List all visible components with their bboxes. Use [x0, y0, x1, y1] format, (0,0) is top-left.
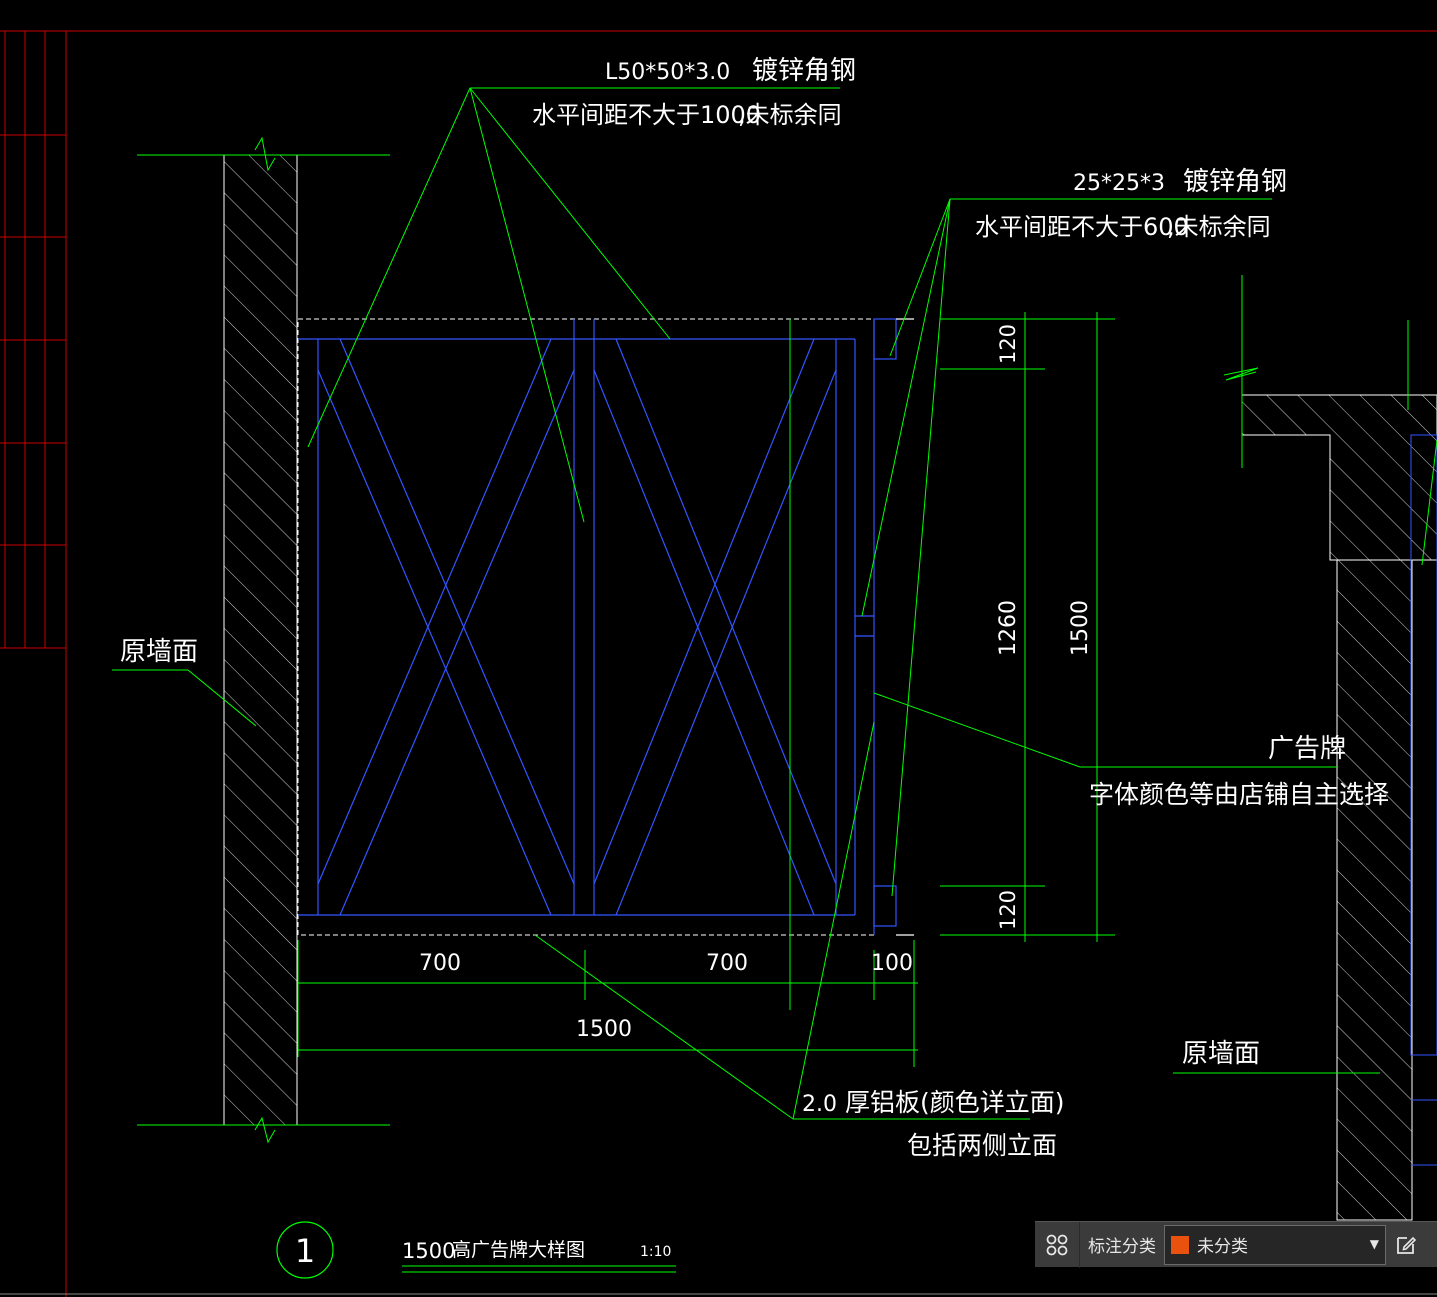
steel-frame [297, 318, 914, 936]
panel-thickness: 2.0 [802, 1092, 837, 1117]
edit-icon-glyph [1397, 1236, 1417, 1254]
annotation-category-select[interactable]: 未分类 ▼ [1164, 1224, 1386, 1265]
dimension-texts: 120 1260 120 1500 700 700 100 1500 [419, 324, 1093, 1042]
chevron-down-icon: ▼ [1369, 1236, 1379, 1251]
sign-note: 字体颜色等由店铺自主选择 [1089, 780, 1389, 809]
wall-right-label: 原墙面 [1182, 1039, 1260, 1069]
dim-middle: 1260 [996, 600, 1021, 656]
dim-bay-right: 700 [706, 951, 748, 976]
grid-icon-glyph [1046, 1234, 1068, 1255]
dim-overall-height: 1500 [1068, 600, 1093, 656]
sign-title: 广告牌 [1268, 734, 1346, 764]
small-angle-name: 镀锌角钢 [1183, 167, 1287, 197]
panel-material: 厚铝板(颜色详立面) [845, 1088, 1065, 1117]
detail-number: 1 [295, 1232, 315, 1270]
big-angle-spec: L50*50*3.0 [605, 60, 730, 85]
dim-bottom: 120 [996, 890, 1020, 930]
left-wall [137, 136, 390, 1144]
wall-left-label: 原墙面 [120, 637, 198, 667]
category-selected-value: 未分类 [1197, 1237, 1248, 1257]
drawing-border [0, 30, 1437, 1297]
detail-title: 高广告牌大样图 [452, 1239, 585, 1261]
dimension-lines [297, 312, 1115, 1067]
small-angle-note-b: ,未标余同 [1167, 213, 1271, 241]
dim-bay-left: 700 [419, 951, 461, 976]
leader-lines [112, 87, 1437, 1120]
right-wall [1223, 275, 1437, 1221]
big-angle-note-a: 水平间距不大于1000 [532, 101, 761, 129]
detail-scale: 1:10 [640, 1244, 671, 1260]
big-angle-name: 镀锌角钢 [752, 56, 856, 86]
category-color-swatch [1171, 1235, 1189, 1254]
dim-top: 120 [996, 324, 1020, 364]
grid-icon[interactable] [1035, 1221, 1080, 1268]
big-angle-note-b: ,未标余同 [738, 101, 842, 129]
small-angle-note-a: 水平间距不大于600 [975, 213, 1189, 241]
detail-title-prefix: 1500 [402, 1239, 455, 1263]
edit-icon[interactable] [1386, 1222, 1426, 1268]
dim-overall-width: 1500 [576, 1017, 632, 1042]
annotation-category-label: 标注分类 [1088, 1237, 1156, 1257]
annotation-toolbar: 标注分类 未分类 ▼ [1035, 1221, 1437, 1268]
detail-title-block: 1 1500 高广告牌大样图 1:10 [276, 1221, 676, 1279]
callout-texts: L50*50*3.0 镀锌角钢 水平间距不大于1000 ,未标余同 25*25*… [120, 56, 1389, 1160]
small-angle-spec: 25*25*3 [1073, 171, 1165, 196]
dim-edge: 100 [871, 951, 913, 976]
panel-scope: 包括两侧立面 [907, 1131, 1057, 1160]
